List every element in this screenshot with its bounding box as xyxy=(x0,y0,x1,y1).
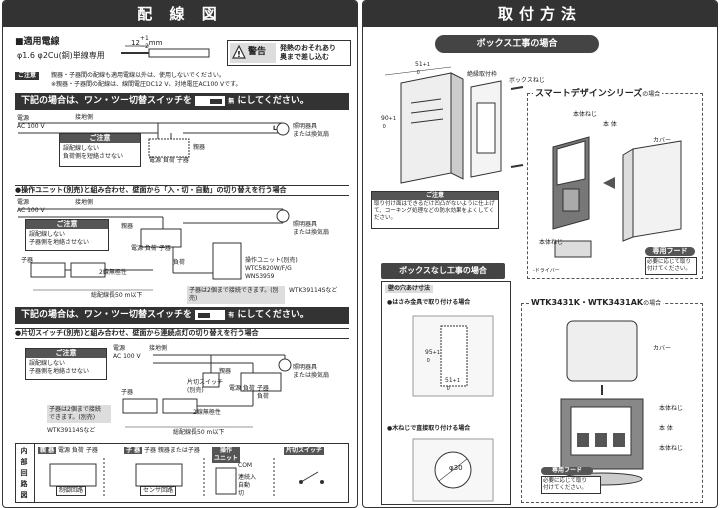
warning-triangle-icon: ! xyxy=(232,44,246,59)
body-screw-label-3: 本体ねじ xyxy=(659,405,684,412)
body-screw-label-2: 本体ねじ xyxy=(539,239,564,246)
body-label: 本 体 xyxy=(603,121,617,128)
hole-diameter: φ30 xyxy=(449,464,463,472)
model-label: WTK3431K・WTK3431AK xyxy=(531,298,644,307)
cover-label-2: カバー xyxy=(653,345,672,352)
lamp-label-1: 照明器具 または換気扇 xyxy=(293,123,330,138)
hole-circle-drawing xyxy=(412,438,494,502)
installation-page: 取付方法 ボックス工事の場合 51+1 0 90+1 0 絶縁取付枠 ボックスね… xyxy=(362,0,718,508)
hasami-title: ●はさみ金具で取り付ける場合 xyxy=(387,299,471,306)
strip-length: 12 xyxy=(131,39,140,47)
boxless-panel xyxy=(381,281,511,505)
wiring-title: 配 線 図 xyxy=(3,1,357,27)
hood-tag-2: 専用フード xyxy=(541,467,593,475)
warning-label: 警告 xyxy=(248,47,267,57)
body-label-2: 本 体 xyxy=(659,425,673,432)
caution-box-1: ご注意 誤配線しない 負荷側を短絡させない xyxy=(59,133,141,167)
insulated-frame-label: 絶縁取付枠 xyxy=(467,71,498,78)
installation-title: 取付方法 xyxy=(363,1,717,27)
switch-off-icon xyxy=(195,95,226,106)
strip-unit: mm xyxy=(148,39,163,47)
wire-heading: ■適用電線 xyxy=(15,37,60,47)
box-screw-label: ボックスねじ xyxy=(509,77,545,84)
series-label: スマートデザインシリーズ xyxy=(535,89,643,99)
mokuneji-title: ●木ねじで直接取り付ける場合 xyxy=(387,425,471,432)
switch-on-icon xyxy=(195,309,226,320)
koki-note-box: 子器は2個まで接続できます。(別売) xyxy=(187,286,285,304)
wiring-diagram-2 xyxy=(18,208,290,291)
notice-tag: ご注意 xyxy=(15,72,40,80)
wtk-drawing xyxy=(560,320,644,486)
wire-spec: φ1.6 φ2Cu(銅)単線専用 xyxy=(17,51,105,60)
body-screw-label: 本体ねじ xyxy=(573,111,598,118)
body-screw-label-4: 本体ねじ xyxy=(659,445,684,452)
notice-text: 親器・子器間の配線も適用電線以外は、使用しないでください。 xyxy=(51,72,225,79)
notice-subtext: ※親器・子器間の配線は、線間電圧DC12 V、対地電圧AC100 Vです。 xyxy=(51,81,242,88)
warning-text: 発熱のおそれあり 奥まで差し込む xyxy=(280,44,336,61)
cover-label: カバー xyxy=(653,137,672,144)
boxless-pill: ボックスなし工事の場合 xyxy=(381,263,505,279)
wiring-diagram-1 xyxy=(18,122,290,158)
section-2-title: ●操作ユニット(別売)と組み合わせ、壁面から「入・切・自動」の切り替えを行う場合 xyxy=(15,185,349,196)
box-install-pill: ボックス工事の場合 xyxy=(435,35,599,53)
hole-rect-drawing xyxy=(412,315,494,397)
switch-instruction-bar-2: 下記の場合は、ワン・ツー切替スイッチを 有 にしてください。 xyxy=(15,307,349,324)
koki-note-box-2: 子器は2個まで接続 できます。(別売) xyxy=(47,405,111,423)
internal-circuit-section: 内 部 回 路 図 親 器 電源 負荷 子器 制御回路 子 器 子器 親器または… xyxy=(15,443,349,503)
caution-box-2: ご注意 誤配線しない 子器側を地絡させない xyxy=(25,219,109,251)
section-3-title: ●片切スイッチ(別売)と組み合わせ、壁面から連続点灯の切り替えを行う場合 xyxy=(15,328,349,339)
internal-circuit-icon xyxy=(49,458,324,496)
svg-text:!: ! xyxy=(237,50,241,59)
strip-gauge-icon xyxy=(121,45,210,58)
strip-tolerance: +1 −2 xyxy=(139,35,149,50)
caution-box-3: ご注意 誤配線しない 子器側を地絡させない xyxy=(25,348,107,380)
box-install-drawing xyxy=(384,66,524,184)
warning-box: ! 警告 発熱のおそれあり 奥まで差し込む xyxy=(227,40,351,66)
hole-title: 壁の穴あけ寸法 xyxy=(385,285,434,293)
hood-tag: 専用フード xyxy=(645,247,695,256)
switch-instruction-bar-1: 下記の場合は、ワン・ツー切替スイッチを 無 にしてください。 xyxy=(15,93,349,110)
wiring-diagram-page: 配 線 図 ■適用電線 φ1.6 φ2Cu(銅)単線専用 12+1 −2mm !… xyxy=(2,0,358,508)
wiring-diagram-3 xyxy=(122,354,292,428)
smart-design-drawing xyxy=(552,136,682,258)
caution-box-right: ご注意 取り付け面はできるだけ凹凸がないように仕上げて、コーキング処理などの防水… xyxy=(371,191,499,229)
